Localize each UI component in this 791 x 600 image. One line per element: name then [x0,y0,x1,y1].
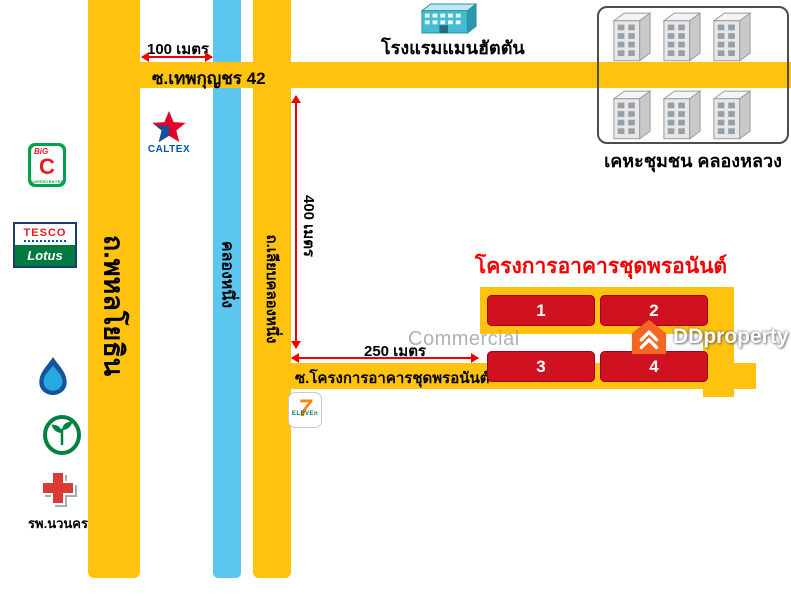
distance-arrow-400m [291,95,301,349]
distance-arrow-100m [141,52,213,62]
building-number: 1 [536,300,546,320]
apartment-building-icon [613,12,651,62]
project-title: โครงการอาคารชุดพรอนันต์ [474,255,728,278]
canal-khlong-nueng [213,0,241,578]
lotus-logo-bottom: Lotus [15,245,75,266]
building-number: 4 [649,356,659,376]
seven-eleven-text: ELEVEn [291,411,319,418]
seven-eleven-logo: 7 ELEVEn [288,392,322,428]
tesco-lotus-logo: TESCO Lotus [13,222,77,268]
road-phahonyothin [88,0,140,578]
road-label-phahonyothin: ถ.พหลโยธิน [98,234,129,377]
hospital-cross-icon [41,471,77,507]
hospital-label: รพ.นวนคร [28,516,88,531]
building-number: 3 [536,356,546,376]
hotel-label: โรงแรมแมนฮัตตัน [381,38,525,58]
lotus-text: Lotus [27,248,63,263]
bigc-subtext: SUPERCENTER [31,179,63,184]
commercial-watermark: Commercial [408,328,520,350]
ddproperty-watermark: DDproperty [630,318,789,356]
road-label-soi-thep-kunchon: ซ.เทพกุญชร 42 [152,69,266,88]
apartment-building-icon [613,90,651,140]
caltex-label: CALTEX [147,144,191,155]
distance-label-100m: 100 เมตร [146,41,209,58]
building-number: 2 [649,300,659,320]
apartment-building-icon [713,90,751,140]
apartment-building-icon [663,90,701,140]
distance-arrow-250m [291,353,479,363]
project-building-2: 2 [600,295,708,326]
ddproperty-house-icon [631,319,667,355]
hotel-building-icon [421,3,477,34]
bank-sprout-icon [43,415,81,455]
project-building-1: 1 [487,295,595,326]
bigc-letter-c: C [39,153,55,179]
project-driveway-right [703,287,734,397]
road-liab-khlong-nueng [253,0,291,578]
project-building-4: 4 [600,351,708,382]
community-housing-box [597,6,789,144]
canal-label-khlong-nueng: คลองหนึ่ง [218,240,236,309]
bigc-logo-inner: BiG C SUPERCENTER [31,146,63,184]
tesco-text: TESCO [23,227,67,243]
ptt-flame-icon [39,357,67,395]
apartment-building-icon [663,12,701,62]
seven-eleven-seven: 7 [298,394,312,422]
caltex-star-icon [152,110,186,143]
community-housing-label: เคหะชุมชน คลองหลวง [604,151,782,171]
distance-label-400m: 400 เมตร [300,194,317,257]
apartment-building-icon [713,12,751,62]
road-label-liab-khlong-nueng: ถ.เลียบคลองหนึ่ง [263,234,280,344]
road-soi-thep-kunchon [140,62,791,88]
road-label-soi-project: ซ.โครงการอาคารชุดพรอนันต์ [295,370,490,387]
distance-label-250m: 250 เมตร [363,343,426,360]
bigc-logo: BiG C SUPERCENTER [28,143,66,187]
ddproperty-brand-text: DDproperty [673,325,789,348]
bigc-text: BiG [34,147,49,156]
project-building-3: 3 [487,351,595,382]
tesco-logo-top: TESCO [15,224,75,245]
